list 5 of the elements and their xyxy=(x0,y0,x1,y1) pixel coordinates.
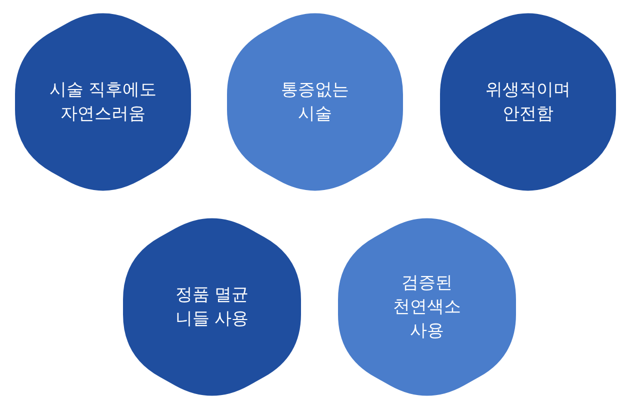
node-text: 정품 멸균 니들 사용 xyxy=(174,284,250,331)
node-text: 검증된 천연색소 사용 xyxy=(392,272,462,343)
node-text: 위생적이며 안전함 xyxy=(484,79,572,126)
node-text: 통증없는 시술 xyxy=(280,79,350,126)
node-text: 시술 직후에도 자연스러움 xyxy=(48,79,158,126)
